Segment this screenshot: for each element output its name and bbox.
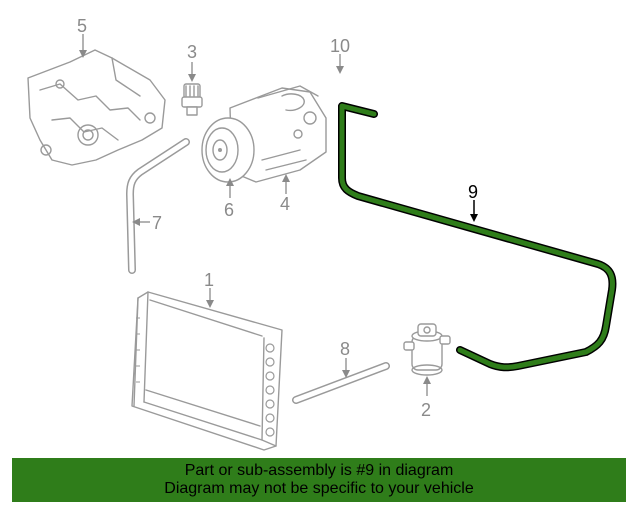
part-2-drier[interactable] [403, 323, 451, 376]
part-3-switch[interactable] [181, 83, 203, 116]
callout-9[interactable]: 9 [468, 182, 478, 202]
callout-7[interactable]: 7 [152, 213, 162, 233]
callout-4[interactable]: 4 [280, 194, 290, 214]
arrow-4 [282, 174, 290, 182]
arrow-9 [470, 214, 478, 222]
banner-line-1: Part or sub-assembly is #9 in diagram [184, 462, 454, 479]
arrow-6 [226, 178, 234, 186]
callout-10[interactable]: 10 [330, 36, 350, 56]
info-banner: Part or sub-assembly is #9 in diagram Di… [12, 458, 626, 502]
part-10-hose[interactable] [230, 47, 373, 89]
arrow-2 [423, 376, 431, 384]
arrow-1 [206, 300, 214, 308]
callout-3[interactable]: 3 [187, 42, 197, 62]
arrow-7 [132, 218, 140, 226]
callout-8[interactable]: 8 [340, 339, 350, 359]
arrow-8 [342, 370, 350, 378]
banner-line-2: Diagram may not be specific to your vehi… [164, 480, 474, 497]
callout-6[interactable]: 6 [224, 200, 234, 220]
arrow-10 [336, 66, 344, 74]
callout-1[interactable]: 1 [204, 270, 214, 290]
part-8-hose[interactable] [292, 362, 390, 404]
callout-2[interactable]: 2 [421, 400, 431, 420]
part-9-hose[interactable] [338, 102, 617, 372]
arrow-5 [79, 50, 87, 58]
arrow-3 [188, 74, 196, 82]
parts-diagram: 5 3 10 6 4 [27, 16, 617, 451]
part-6-clutch[interactable] [201, 117, 255, 183]
part-5-bracket[interactable] [27, 49, 166, 166]
callout-5[interactable]: 5 [77, 16, 87, 36]
part-1-condenser[interactable] [131, 291, 283, 451]
part-7-hose[interactable] [126, 138, 190, 274]
part-4-compressor[interactable] [229, 85, 327, 183]
